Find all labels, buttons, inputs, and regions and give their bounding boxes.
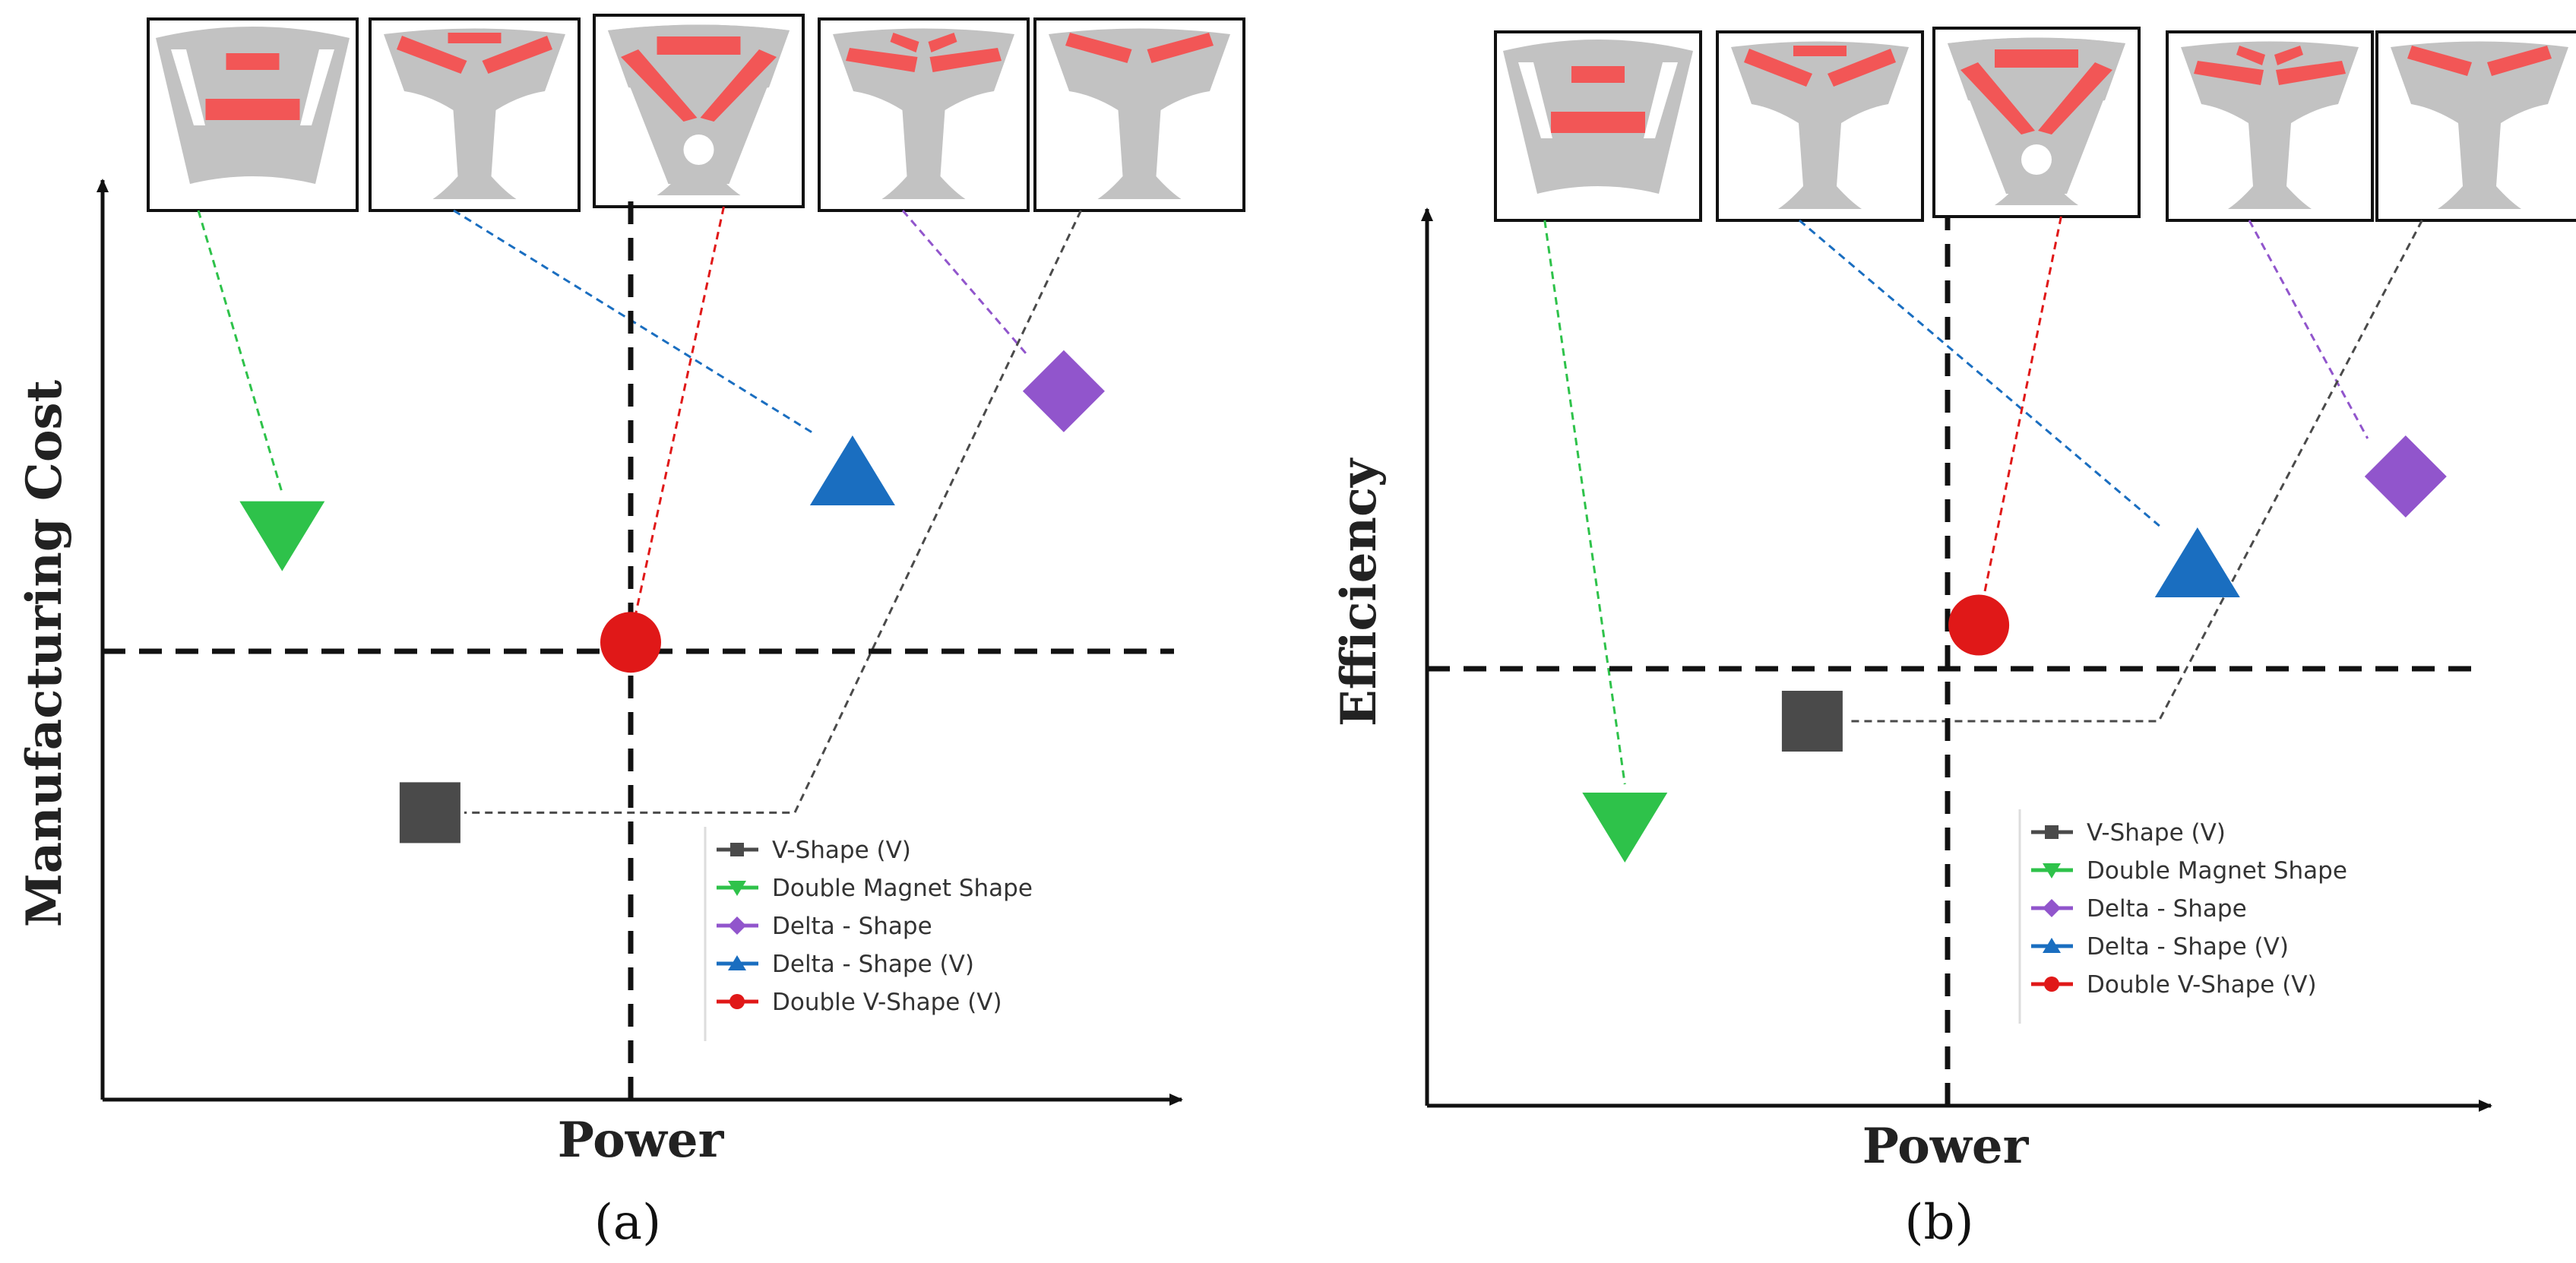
legend-item: Double Magnet Shape — [717, 875, 1033, 902]
marker-delta-shape — [2364, 435, 2447, 518]
legend-label: V-Shape (V) — [772, 837, 911, 864]
connector-v-shape-v — [1846, 220, 2423, 723]
rotor-cross-section-icon — [833, 28, 1014, 199]
legend-label: Delta - Shape (V) — [2087, 933, 2289, 961]
legend-marker — [728, 955, 746, 970]
marker-v-shape-v — [399, 782, 460, 844]
marker-double-magnet-shape — [1582, 793, 1668, 863]
legend-label: V-Shape (V) — [2087, 819, 2226, 847]
legend-item: Delta - Shape — [717, 913, 932, 940]
legend-marker — [730, 843, 744, 856]
x-axis-label-b: Power — [1862, 1118, 2030, 1175]
legend-item: Double V-Shape (V) — [2031, 971, 2317, 999]
connector-delta-shape — [2248, 220, 2369, 439]
rotor-cross-section-icon — [1049, 28, 1230, 199]
connector-double-magnet-shape — [1543, 220, 1626, 785]
connector-double-v-shape-v — [1981, 216, 2062, 603]
rotor-thumbnails-a — [147, 14, 1245, 212]
legend-item: V-Shape (V) — [717, 837, 911, 864]
legend-label: Delta - Shape — [2087, 895, 2247, 923]
connector-v-shape-v — [464, 210, 1082, 814]
marker-delta-shape-v — [2154, 527, 2240, 597]
connector-delta-shape — [901, 210, 1027, 354]
legend-item: Delta - Shape (V) — [717, 951, 974, 978]
y-axis-label-a: Manufacturing Cost — [16, 379, 73, 927]
connector-lines-a — [197, 206, 1082, 814]
legend-item: Double Magnet Shape — [2031, 857, 2347, 885]
rotor-thumbnails-b — [1494, 27, 2576, 222]
axes-a — [97, 179, 1183, 1106]
legend-marker — [2043, 899, 2061, 917]
marker-double-v-shape-v — [600, 612, 661, 673]
x-axis-label-a: Power — [558, 1112, 725, 1169]
panel-a: Power Manufacturing Cost V-Shape (V) Doub… — [16, 14, 1245, 1251]
marker-delta-shape — [1022, 350, 1105, 432]
legend-marker — [2044, 977, 2059, 992]
rotor-cross-section-icon — [384, 28, 565, 199]
marker-delta-shape-v — [809, 435, 895, 505]
legend-item: V-Shape (V) — [2031, 819, 2226, 847]
legend-label: Delta - Shape (V) — [772, 951, 974, 978]
connector-delta-shape-v — [1799, 219, 2160, 527]
rotor-cross-section-icon — [1503, 40, 1693, 194]
connector-double-v-shape-v — [633, 206, 725, 620]
rotor-cross-section-icon — [2391, 41, 2568, 209]
legend-marker — [729, 994, 745, 1009]
rotor-cross-section-icon — [608, 24, 790, 195]
reference-lines-b — [1427, 217, 2483, 1106]
legend-marker — [2043, 863, 2061, 878]
marker-double-v-shape-v — [1948, 594, 2010, 656]
panel-caption-b: (b) — [1905, 1195, 1974, 1251]
marker-v-shape-v — [1781, 691, 1843, 752]
legend-marker — [728, 881, 746, 896]
legend-marker — [728, 916, 746, 935]
rotor-cross-section-icon — [1731, 41, 1909, 209]
legend-label: Double V-Shape (V) — [772, 989, 1002, 1016]
data-markers-b — [1582, 435, 2447, 863]
panel-caption-a: (a) — [594, 1195, 661, 1251]
legend-label: Delta - Shape — [772, 913, 932, 940]
connector-lines-b — [1543, 216, 2423, 785]
rotor-cross-section-icon — [156, 27, 350, 184]
connector-double-magnet-shape — [197, 210, 283, 494]
rotor-cross-section-icon — [2181, 41, 2359, 209]
marker-double-magnet-shape — [239, 501, 325, 571]
legend-marker — [2043, 938, 2061, 953]
legend-item: Delta - Shape (V) — [2031, 933, 2289, 961]
data-markers-a — [239, 350, 1105, 844]
legend-item: Delta - Shape — [2031, 895, 2247, 923]
legend-marker — [2045, 825, 2059, 839]
axes-b — [1421, 207, 2492, 1112]
rotor-cross-section-icon — [1948, 37, 2125, 205]
legend-label: Double V-Shape (V) — [2087, 971, 2317, 999]
y-axis-label-b: Efficiency — [1331, 457, 1388, 726]
connector-delta-shape-v — [453, 209, 815, 435]
legend-item: Double V-Shape (V) — [717, 989, 1002, 1016]
panel-b: Power Efficiency V-Shape (V) Double Magne… — [1331, 27, 2576, 1251]
legend-label: Double Magnet Shape — [2087, 857, 2347, 885]
legend-label: Double Magnet Shape — [772, 875, 1033, 902]
